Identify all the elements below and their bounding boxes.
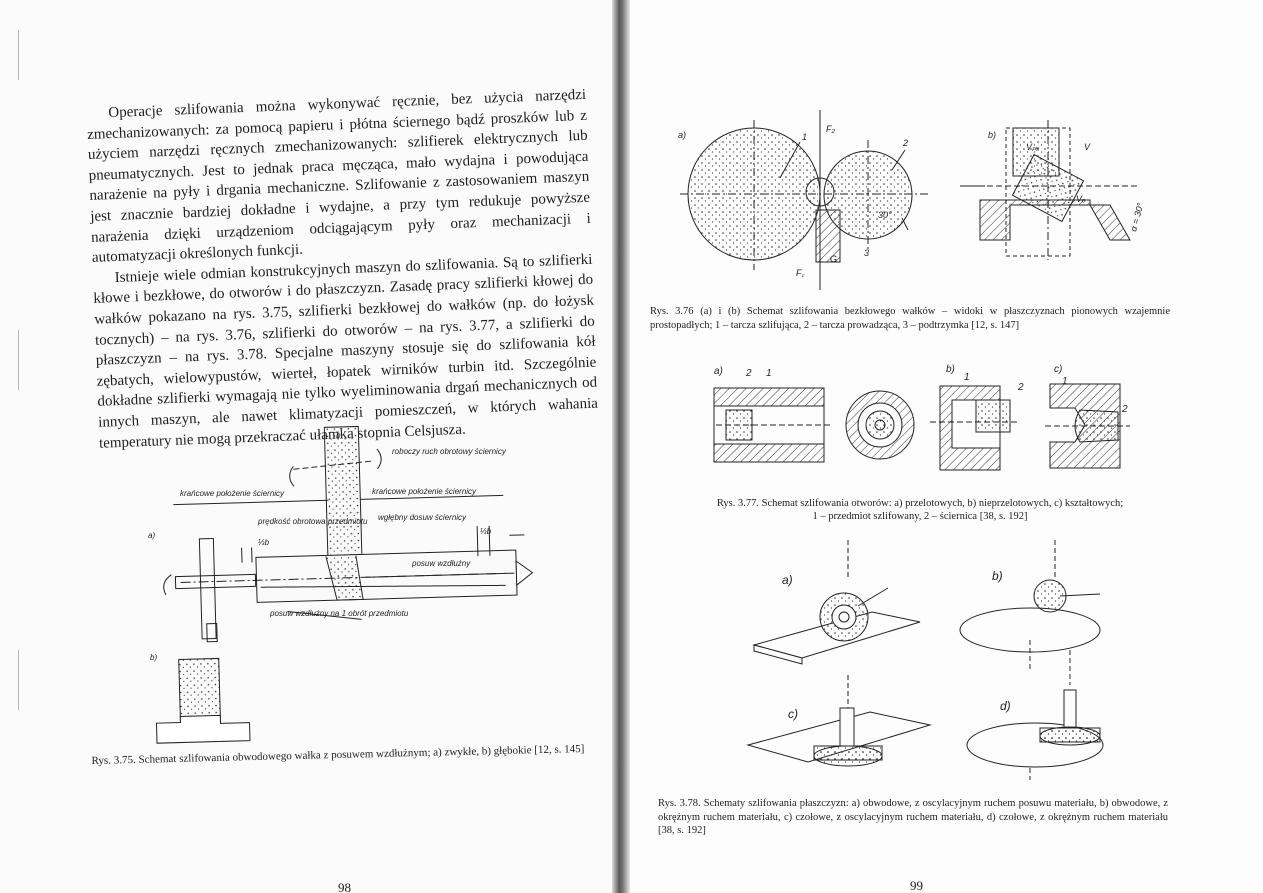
fig76-force-f2: F₂ [826,124,835,134]
fig75-feed-per-rev-label: posuw wzdłużny na 1 obrót przedmiotu [269,609,409,618]
page-number: 98 [338,880,351,893]
fig75-right-end-label: krańcowe położenie ściernicy [372,487,477,496]
scan-edge-line [18,30,19,80]
fig75-label-b: b) [150,653,157,662]
fig77-label-2c: 2 [1121,404,1128,415]
figure-3-76-caption: Rys. 3.76 (a) i (b) Schemat szlifowania … [650,306,1170,331]
figure-3-75: a) b) roboczy ruch obrotowy ściernicy kr… [148,425,536,744]
fig77-label-2: 2 [745,368,752,379]
page-number: 99 [910,878,923,893]
fig76-velocity-v: V [1084,142,1091,152]
fig76-force-fc: F꜀ [796,268,805,278]
grinding-wheel [323,425,363,558]
fig76-velocity-vpa: Vₚₐ [1026,142,1039,152]
left-page: Operacje szlifowania można wykonywać ręc… [0,0,612,893]
fig76-alpha: α = 30° [1128,202,1145,233]
fig76-label-b: b) [988,130,996,140]
figure-3-77-caption-line-2: 1 – przedmiot szlifowany, 2 – ściernica … [812,511,1028,522]
figure-3-77-caption-line-1: Rys. 3.77. Schemat szlifowania otworów: … [716,498,1124,509]
fig77-label-1c: 1 [1062,376,1068,387]
grinding-wheel-shaped [1074,409,1119,443]
fig75-infeed-label: wgłębny dosuw ściernicy [378,513,467,522]
fig78-label-b: b) [992,569,1003,583]
rotary-table-b [959,607,1101,653]
figure-3-76: a) 1 2 3 F₂ F꜀ G 30° b) V Vₚₐ Vₒ α = 30° [678,110,1146,290]
fig75-third-b-label-right: ⅓b [480,527,492,536]
fig77-label-c: c) [1054,364,1062,375]
scan-edge-line [18,330,19,390]
fig75-label-a: a) [148,531,155,540]
fig76-label-2: 2 [902,138,908,148]
fig76-label-1: 1 [802,132,807,142]
fig75-speed-label: prędkość obrotowa przedmiotu [257,517,368,526]
fig77-label-b: b) [946,364,955,375]
scan-edge-line [18,650,19,710]
fig76-angle: 30° [878,210,892,220]
book-gutter [612,0,630,893]
fig78-label-c: c) [788,707,798,721]
fig77-label-1: 1 [766,368,772,379]
fig75-left-end-label: krańcowe położenie ściernicy [180,489,285,498]
fig76-label-3: 3 [864,248,869,258]
fig77-label-2b: 2 [1017,382,1024,393]
fig78-label-a: a) [782,573,793,587]
fig76-velocity-vo: Vₒ [1076,194,1086,204]
fig77-label-1b: 1 [964,372,970,383]
fig75-rotation-label: roboczy ruch obrotowy ściernicy [392,447,507,456]
figure-3-78-caption: Rys. 3.78. Schematy szlifowania płaszczy… [658,798,1168,836]
fig75-b-label: b [336,431,341,440]
figure-3-77: a) 2 1 b) 1 2 c) 1 2 [713,364,1130,471]
figure-3-78: a) b) c) d) [746,540,1104,780]
fig78-label-d: d) [1000,699,1011,713]
fig77-label-a: a) [714,366,723,377]
fig76-label-a: a) [678,130,686,140]
right-page: a) 1 2 3 F₂ F꜀ G 30° b) V Vₚₐ Vₒ α = 30°… [630,0,1263,893]
fig75-feed-label: posuw wzdłużny [411,559,471,568]
fig76-weight-g: G [830,254,837,264]
fig75-third-b-label: ⅓b [258,538,270,547]
grinding-wheel-blind [975,399,1011,433]
